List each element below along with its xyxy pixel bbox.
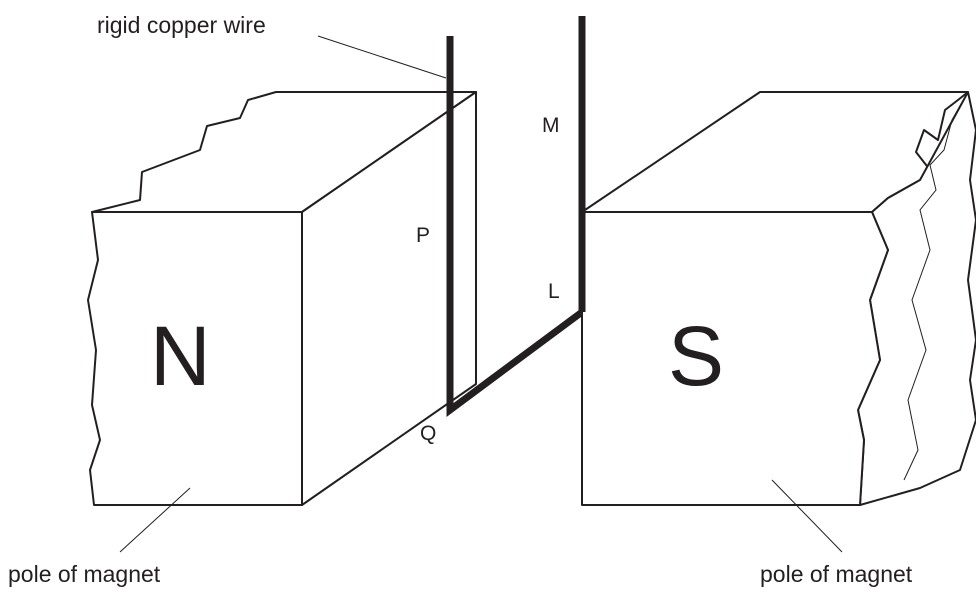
north-magnet-block xyxy=(87,91,477,506)
wire-label: rigid copper wire xyxy=(97,12,266,38)
north-pole-letter: N xyxy=(150,309,211,403)
north-magnet-side-face xyxy=(301,91,477,506)
south-magnet-fracture-line xyxy=(903,91,969,481)
point-p-label: P xyxy=(416,224,430,247)
left-pole-caption: pole of magnet xyxy=(8,561,161,587)
right-pole-caption: pole of magnet xyxy=(760,561,913,587)
right-pole-leader-line xyxy=(771,479,843,553)
copper-wire-loop xyxy=(446,16,586,417)
point-q-label: Q xyxy=(420,422,436,445)
south-magnet-front-face xyxy=(581,211,889,506)
wire-leader-line xyxy=(317,35,447,79)
south-pole-letter: S xyxy=(668,309,724,403)
south-magnet-block xyxy=(581,91,976,506)
point-m-label: M xyxy=(542,114,560,137)
left-pole-leader-line xyxy=(119,487,191,553)
point-l-label: L xyxy=(548,280,560,303)
